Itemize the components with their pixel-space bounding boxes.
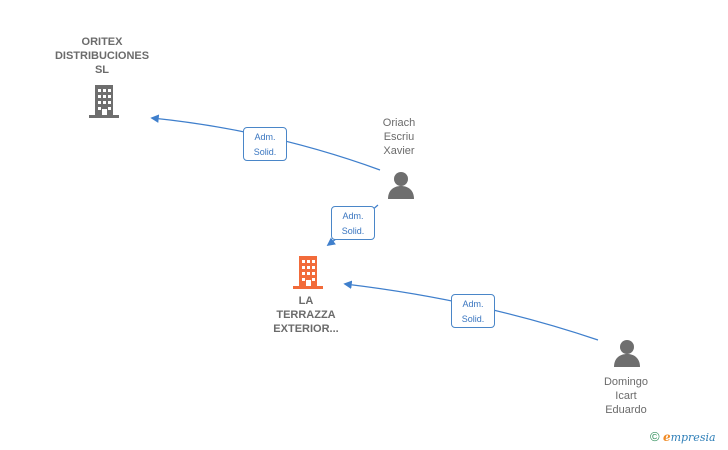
person-icon[interactable] (386, 170, 416, 205)
node-label-line: Oriach (382, 117, 416, 129)
node-label-oriach[interactable]: Oriach Escriu Xavier (360, 116, 438, 158)
person-icon[interactable] (612, 338, 642, 373)
copyright-symbol: © (650, 429, 660, 444)
empresia-watermark: © empresia (650, 429, 716, 444)
node-label-line: DISTRIBUCIONES (54, 50, 150, 62)
edge-label-line: Solid. (253, 147, 277, 157)
node-label-oritex[interactable]: ORITEX DISTRIBUCIONES SL (42, 35, 162, 77)
node-label-line: SL (94, 64, 110, 76)
edge-label-oriach-oritex[interactable]: Adm. Solid. (243, 127, 287, 161)
brand-initial: e (662, 430, 671, 444)
node-label-line: Eduardo (605, 404, 647, 416)
edge-label-line: Solid. (461, 314, 485, 324)
node-label-domingo[interactable]: Domingo Icart Eduardo (584, 375, 668, 417)
node-label-line: TERRAZZA (276, 309, 336, 321)
node-label-line: Escriu (383, 131, 415, 143)
building-icon[interactable] (292, 254, 324, 295)
edge-label-oriach-terrazza[interactable]: Adm. Solid. (331, 206, 375, 240)
node-label-line: Xavier (383, 145, 415, 157)
node-label-line: Domingo (603, 376, 649, 388)
edge-label-line: Solid. (341, 226, 365, 236)
building-icon[interactable] (88, 83, 120, 124)
brand-name: mpresia (670, 431, 716, 444)
node-label-line: LA (298, 295, 314, 307)
edge-label-line: Adm. (254, 132, 276, 142)
edge-label-line: Adm. (342, 211, 364, 221)
node-label-line: ORITEX (81, 36, 123, 48)
edge-label-line: Adm. (462, 299, 484, 309)
node-label-terrazza[interactable]: LA TERRAZZA EXTERIOR... (248, 294, 364, 336)
node-label-line: Icart (615, 390, 637, 402)
node-label-line: EXTERIOR... (273, 323, 339, 335)
edge-label-domingo-terrazza[interactable]: Adm. Solid. (451, 294, 495, 328)
